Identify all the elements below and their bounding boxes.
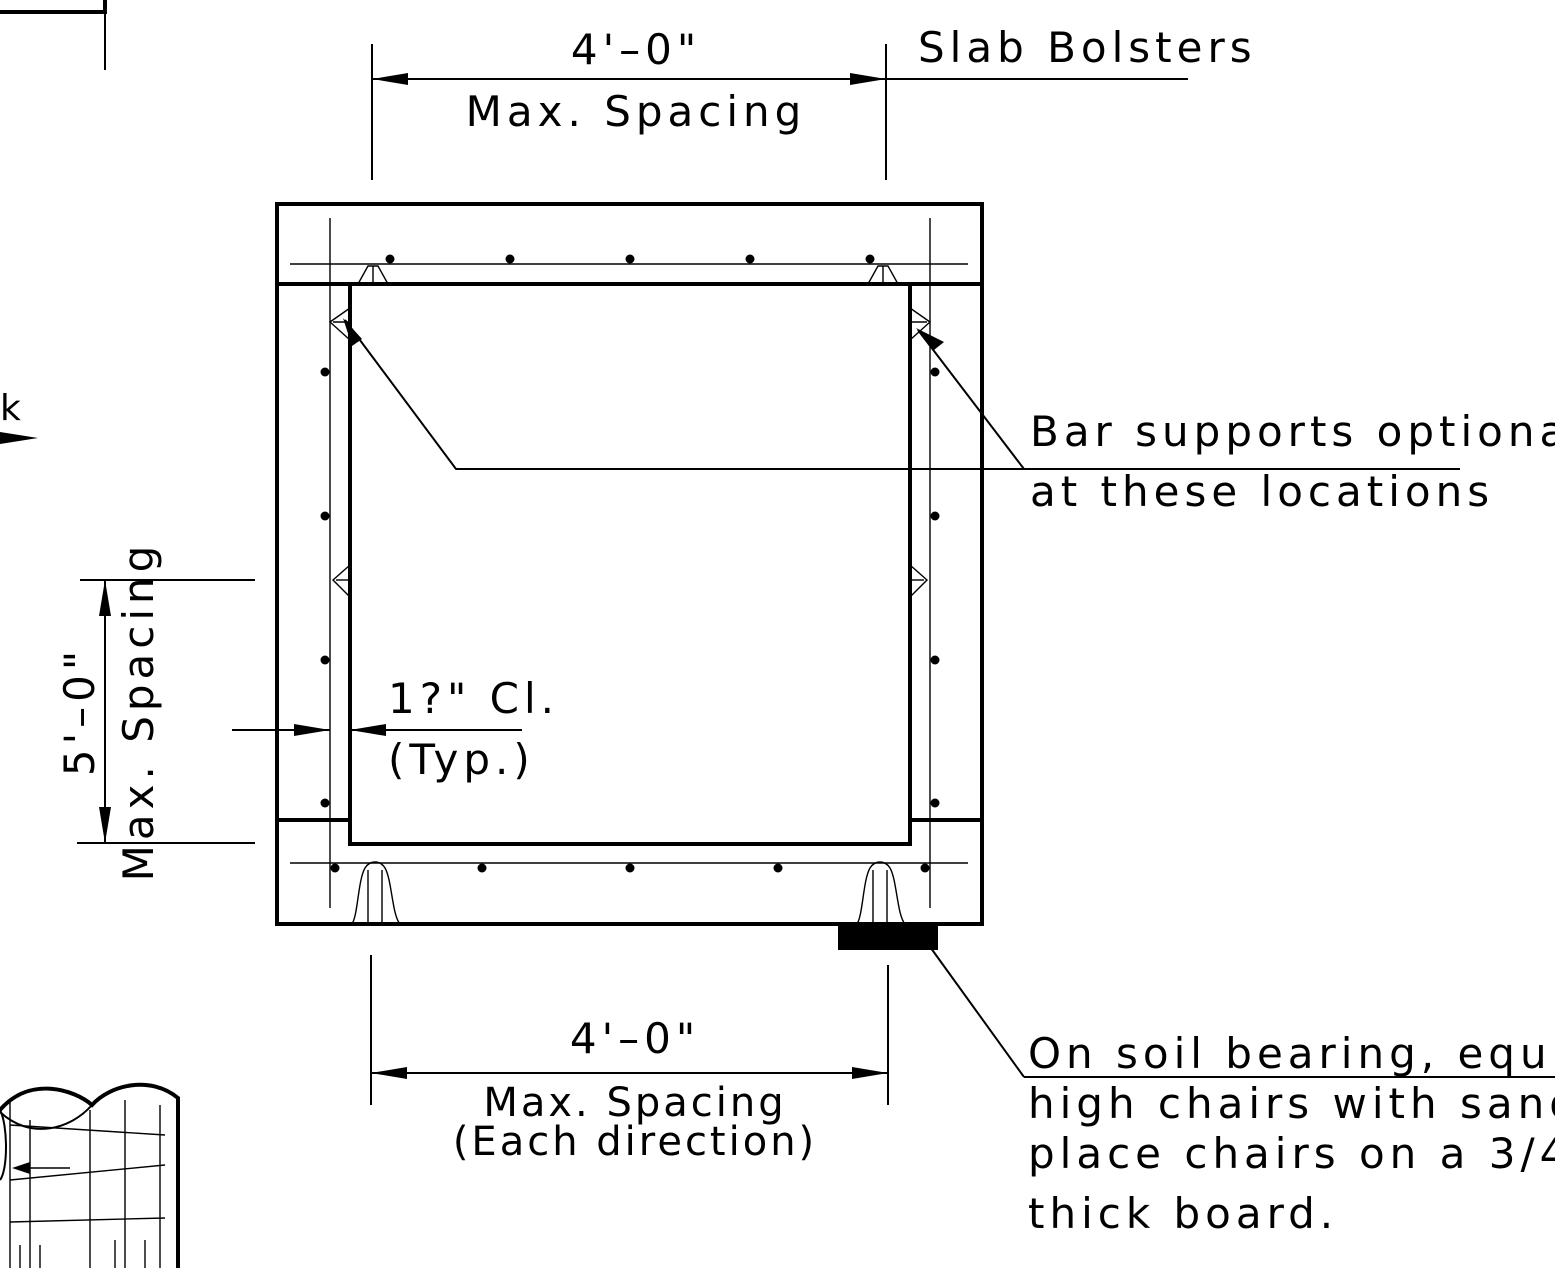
soil-callout-line-2: high chairs with sand p <box>1028 1079 1555 1128</box>
board-under-chair <box>838 924 938 950</box>
high-chair-symbols <box>351 861 906 925</box>
slab-bolster-symbols <box>357 265 899 285</box>
column-elevation-fragment <box>0 1082 180 1268</box>
edge-letter: k <box>0 388 21 429</box>
slab-bolsters-label: Slab Bolsters <box>918 23 1257 72</box>
side-dimension-value: 5'–0" <box>55 646 104 776</box>
outer-wall-outline <box>275 202 984 926</box>
clear-cover-note: (Typ.) <box>388 735 535 784</box>
bar-supports-label-2: at these locations <box>1030 467 1494 516</box>
top-dimension-value: 4'–0" <box>571 25 701 74</box>
bottom-dimension-note-2: (Each direction) <box>453 1119 817 1165</box>
side-dimension: 5'–0" Max. Spacing <box>55 541 255 882</box>
soil-callout-line-4: thick board. <box>1028 1189 1338 1238</box>
soil-callout-line-3: place chairs on a 3/4" <box>1028 1129 1555 1178</box>
top-dimension-note: Max. Spacing <box>466 87 807 136</box>
bottom-dimension: 4'–0" Max. Spacing (Each direction) <box>370 955 889 1165</box>
wall-chair-symbols <box>328 307 932 598</box>
box-section <box>275 202 984 950</box>
slab-bolsters-callout: Slab Bolsters <box>886 23 1257 80</box>
inner-opening-outline <box>348 282 912 846</box>
clear-cover-dimension: 1?" Cl. (Typ.) <box>232 674 559 784</box>
bar-supports-callout: Bar supports optional at these locations <box>343 318 1555 516</box>
clear-cover-value: 1?" Cl. <box>388 674 559 723</box>
bottom-dimension-note-1: Max. Spacing <box>483 1080 786 1126</box>
left-edge-fragment: k <box>0 0 107 444</box>
soil-callout-line-1: On soil bearing, equip in <box>1028 1029 1555 1078</box>
rebar-dots <box>320 254 940 873</box>
side-dimension-note: Max. Spacing <box>114 541 163 882</box>
bottom-dimension-value: 4'–0" <box>570 1014 700 1063</box>
bar-supports-label-1: Bar supports optional <box>1030 407 1555 456</box>
soil-bearing-callout: On soil bearing, equip in high chairs wi… <box>927 943 1555 1238</box>
top-dimension: 4'–0" Max. Spacing <box>371 25 887 180</box>
